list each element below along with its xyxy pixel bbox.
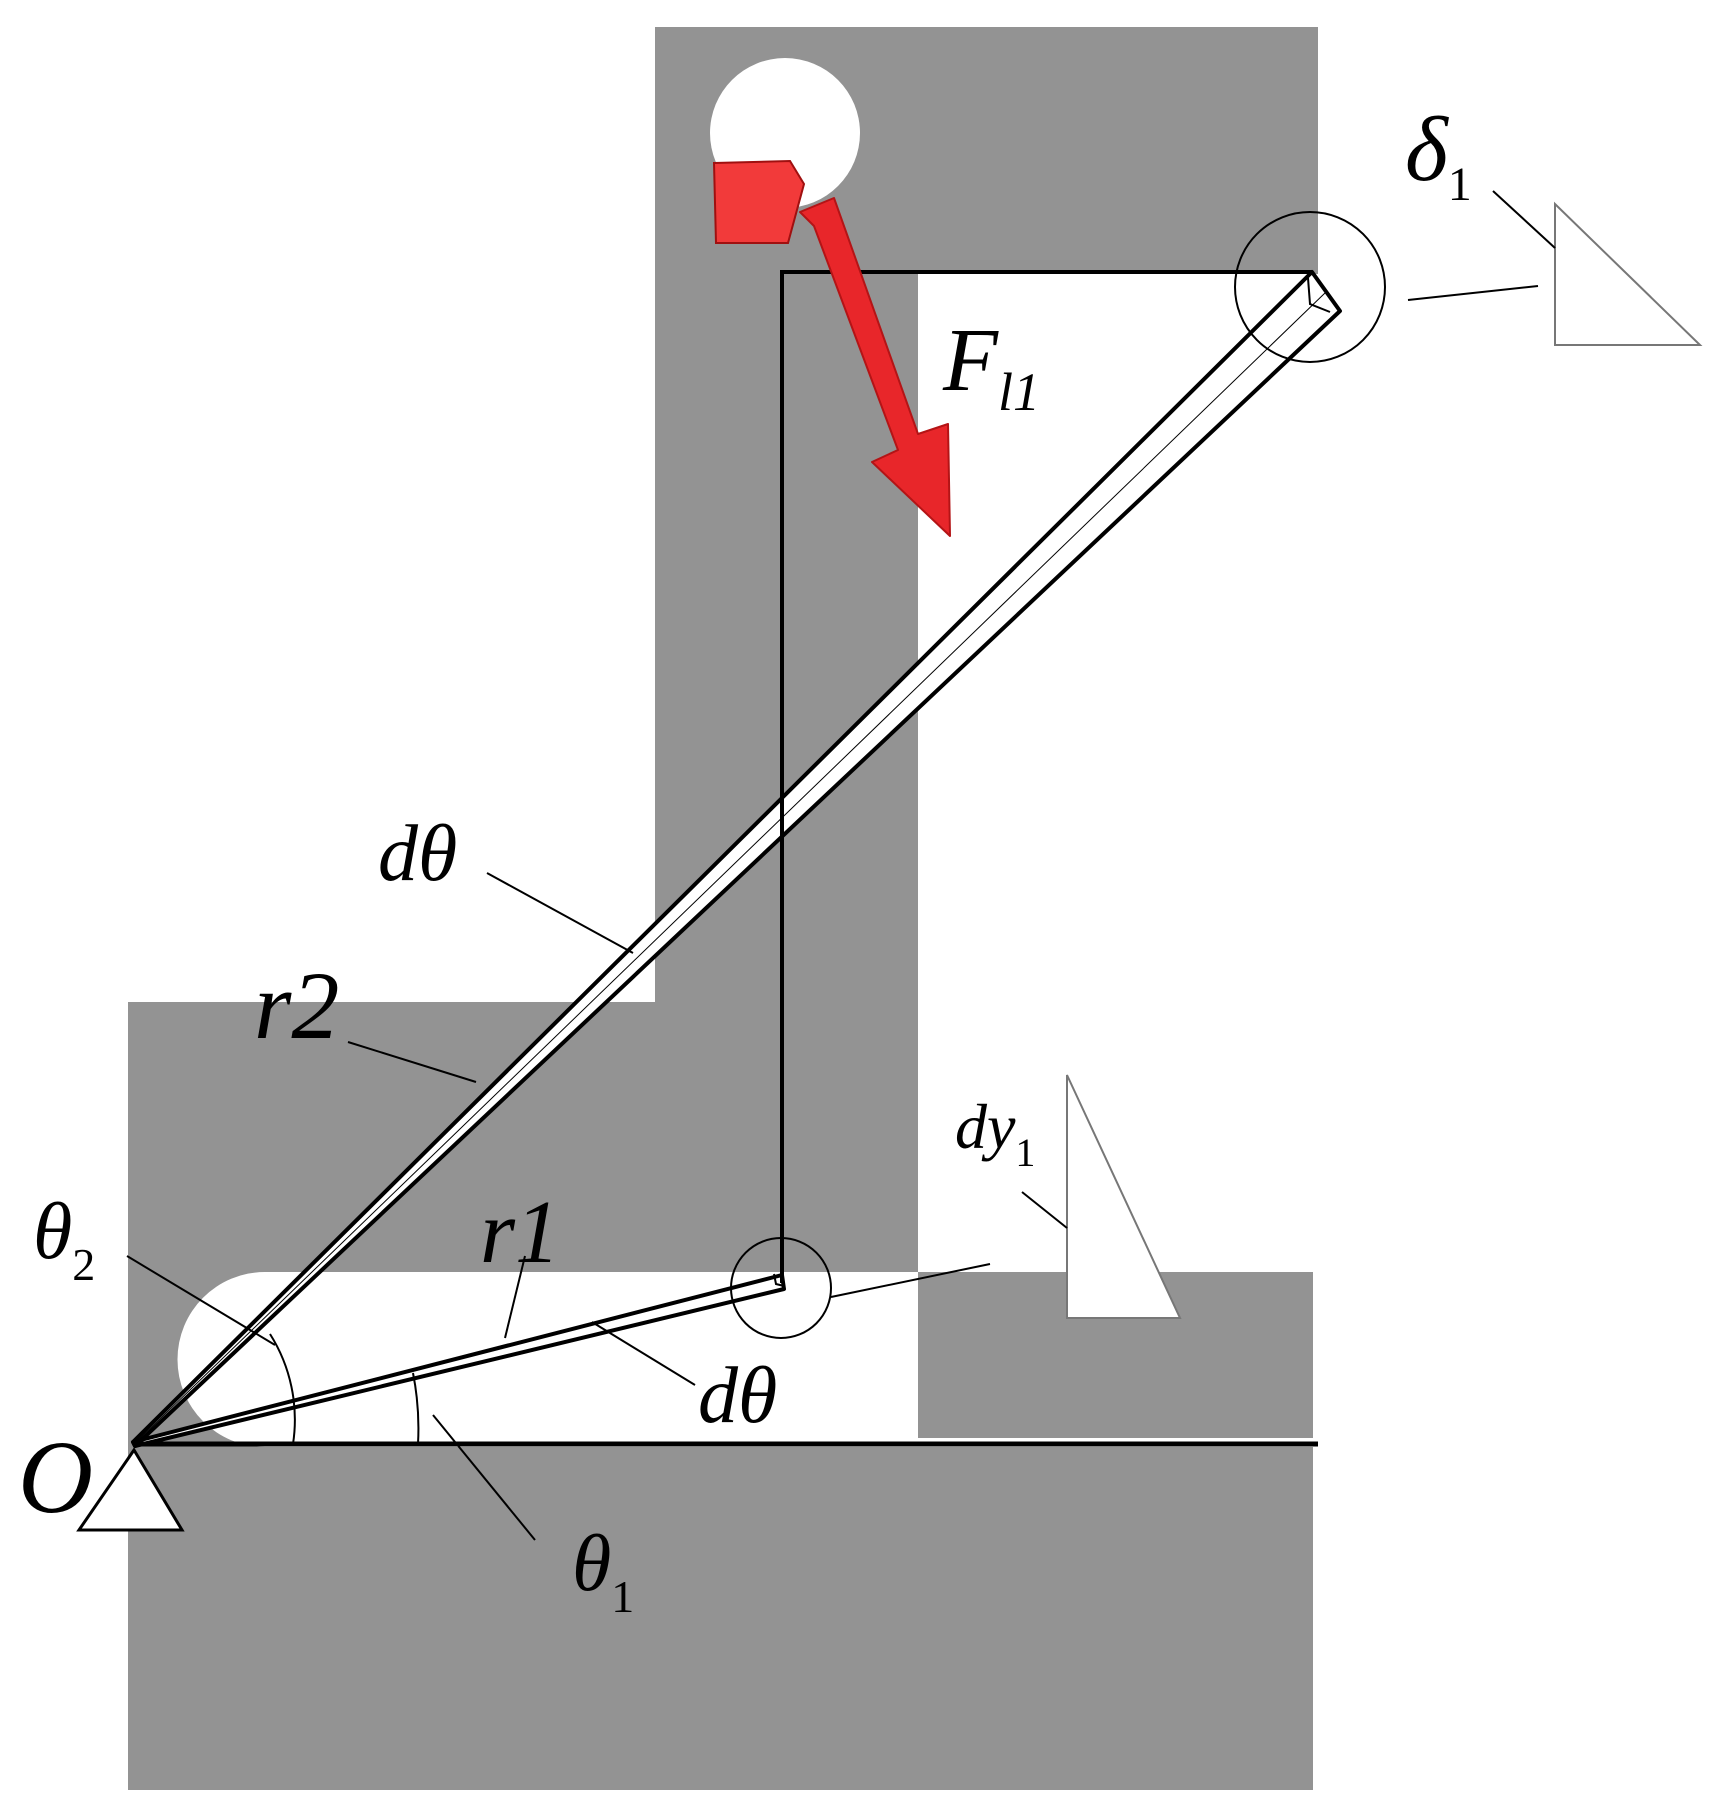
detail-circle-low <box>730 1237 832 1339</box>
triangle-dy1 <box>1066 1074 1182 1319</box>
label-dtheta-lower: dθ <box>698 1352 777 1440</box>
leader-r2 <box>347 1041 477 1083</box>
leader-dtheta-lower <box>591 1321 696 1386</box>
pivot-support <box>76 1447 185 1532</box>
leader-circle-top <box>1407 285 1539 301</box>
leader-dy1 <box>1021 1191 1068 1229</box>
gray-body <box>128 27 1318 1790</box>
frame-line <box>780 270 1312 1283</box>
leader-theta1 <box>432 1414 536 1541</box>
leader-circle-low <box>830 1263 991 1298</box>
leader-delta1 <box>1492 190 1556 249</box>
right-angle-mark-low <box>773 1273 785 1287</box>
label-theta2: θ2 <box>33 1188 95 1290</box>
beam-r2-centerline <box>133 291 1327 1445</box>
force-arrow <box>799 197 951 537</box>
label-origin: O <box>18 1420 93 1535</box>
arc-theta2 <box>269 1333 296 1445</box>
label-r2: r2 <box>254 952 339 1059</box>
label-force: Fl1 <box>942 311 1040 422</box>
label-r1: r1 <box>480 1183 560 1282</box>
leader-dtheta-upper <box>486 872 634 954</box>
force-block <box>712 159 806 244</box>
leader-r1 <box>504 1255 526 1339</box>
triangle-delta1 <box>1554 201 1703 346</box>
label-delta1: δ1 <box>1405 98 1472 211</box>
label-dtheta-upper: dθ <box>378 810 457 898</box>
detail-circle-top <box>1234 211 1386 363</box>
slot-cutout-lower <box>177 1272 1313 1447</box>
right-angle-mark-top <box>1307 277 1331 313</box>
label-dy1: dy1 <box>955 1091 1035 1175</box>
leader-theta2 <box>126 1255 276 1346</box>
label-theta1: θ1 <box>572 1520 634 1622</box>
arc-theta1 <box>412 1372 420 1445</box>
